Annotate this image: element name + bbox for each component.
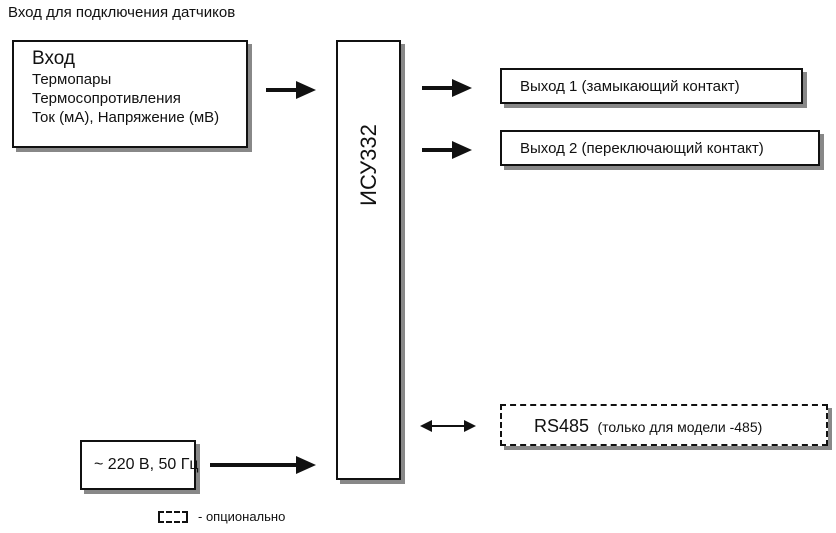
- device-block: ИСУ332: [336, 40, 401, 480]
- arrow-device-to-output-2: [422, 141, 472, 159]
- diagram-title: Вход для подключения датчиков: [8, 4, 236, 21]
- arrow-power-to-device: [210, 456, 316, 474]
- input-line: Термосопротивления: [32, 90, 181, 107]
- output-2-label: Выход 2 (переключающий контакт): [520, 140, 764, 157]
- arrow-input-to-device: [266, 81, 316, 99]
- double-arrow-rs485: [420, 420, 476, 432]
- input-heading: Вход: [32, 48, 75, 69]
- output-2-box: Выход 2 (переключающий контакт): [500, 130, 820, 166]
- arrow-device-to-output-1: [422, 79, 472, 97]
- power-label: ~ 220 В, 50 Гц: [94, 456, 199, 473]
- input-box: Вход Термопары Термосопротивления Ток (м…: [12, 40, 248, 148]
- input-line: Термопары: [32, 71, 112, 88]
- output-1-box: Выход 1 (замыкающий контакт): [500, 68, 803, 104]
- legend-label: - опционально: [198, 509, 286, 524]
- power-box: ~ 220 В, 50 Гц: [80, 440, 199, 490]
- input-line: Ток (мА), Напряжение (мВ): [32, 109, 220, 126]
- rs485-box: RS485 (только для модели -485): [500, 404, 828, 446]
- rs485-note: (только для модели -485): [597, 419, 763, 435]
- legend-dashed-box: [158, 511, 188, 523]
- output-1-label: Выход 1 (замыкающий контакт): [520, 78, 740, 95]
- rs485-label: RS485: [534, 416, 590, 436]
